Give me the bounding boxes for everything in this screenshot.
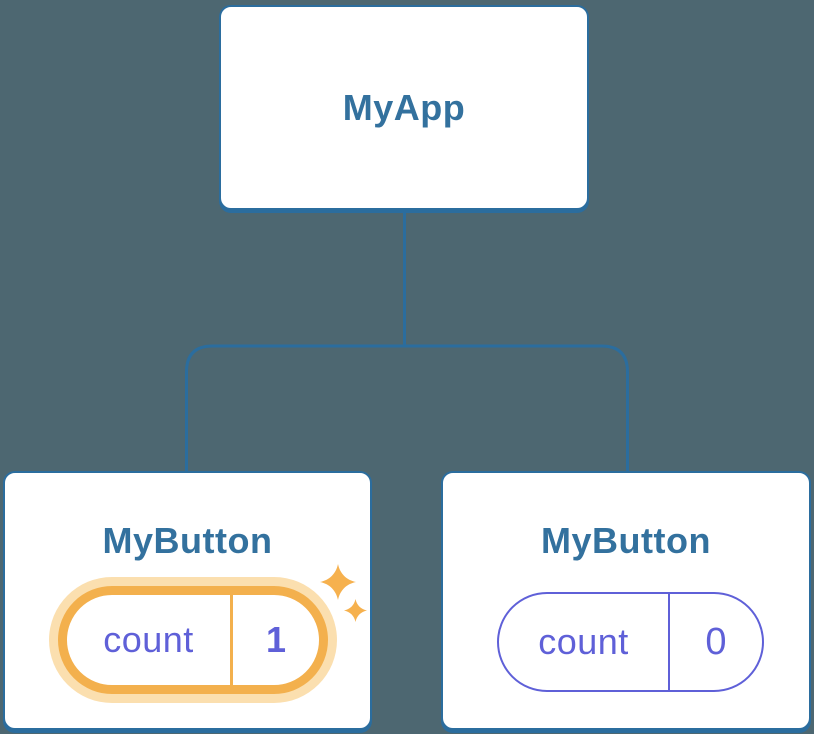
node-label: MyButton <box>541 520 711 561</box>
state-value: 0 <box>705 620 727 663</box>
state-value: 1 <box>265 619 287 660</box>
node-label: MyApp <box>342 86 466 128</box>
tree-node-mybutton-left: MyButton count 1 <box>3 471 372 730</box>
state-key-label: count <box>538 621 629 662</box>
sparkle-icon-large <box>320 564 356 600</box>
connector-branch-bracket <box>185 344 629 472</box>
node-label: MyButton <box>102 520 273 561</box>
pill-divider <box>230 595 233 685</box>
pill-divider <box>668 594 670 690</box>
sparkle-icon-small <box>344 599 367 622</box>
tree-node-mybutton-right: MyButton count 0 <box>441 471 811 730</box>
tree-node-myapp: MyApp <box>219 5 589 210</box>
state-key-label: count <box>103 619 194 660</box>
state-pill-highlighted: count 1 <box>58 586 328 694</box>
state-pill: count 0 <box>497 592 764 692</box>
